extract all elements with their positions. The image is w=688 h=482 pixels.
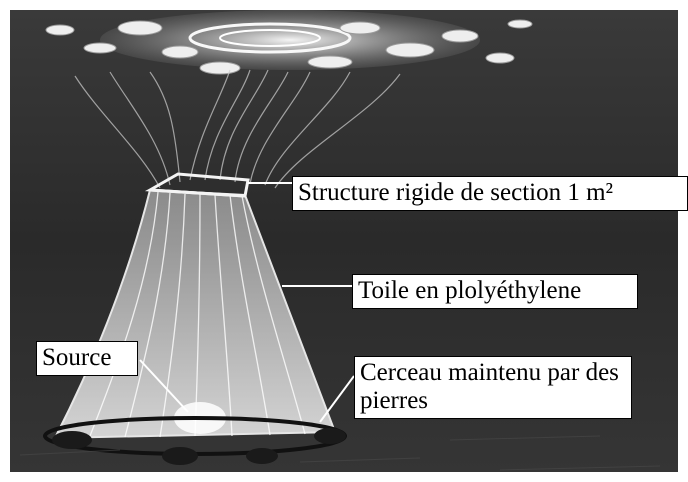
label-hoop-with-stones: Cerceau maintenu par des pierres	[354, 356, 632, 419]
label-source: Source	[36, 341, 138, 376]
label-polyethylene-sheet: Toile en plolyéthylene	[352, 274, 638, 309]
label-rigid-structure: Structure rigide de section 1 m²	[292, 176, 688, 211]
